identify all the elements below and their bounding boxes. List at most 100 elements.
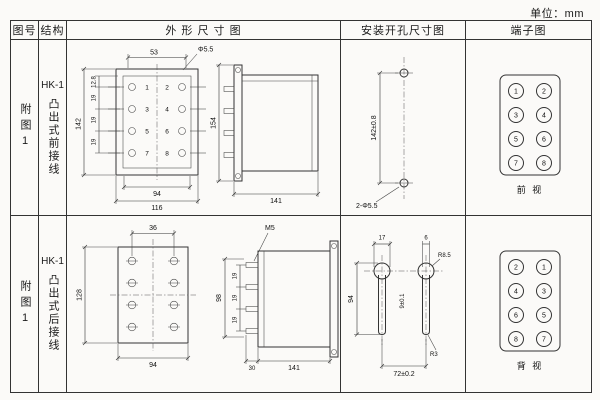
fig-no-row2: 附图1 [19, 279, 31, 329]
terminal-number: 2 [542, 88, 546, 95]
col-header-fig-no: 图号 [11, 21, 39, 40]
dim-inner-width: 94 [153, 191, 161, 198]
terminal-diagram-rear: 2 1 4 3 6 5 8 7 背 视 [499, 250, 561, 371]
dim-stud-thread: M5 [265, 225, 275, 232]
front-view-dimensions: 53 Φ5.5 142 12.8 19 19 19 [75, 46, 213, 212]
dim-hole-spacing: 142±0.8 [371, 115, 378, 140]
dim-hole-callout: 2-Φ5.5 [356, 203, 378, 210]
structure-cell-row2: HK-1 凸出式后接线 [39, 216, 67, 392]
structure-label-row1: 凸出式前接线 [47, 97, 59, 176]
dim-height-r2: 128 [76, 289, 83, 301]
unit-label: 单位：mm [530, 8, 584, 20]
front-terminal-numbers: 1 2 3 4 5 6 7 8 [145, 84, 169, 157]
terminal-number: 8 [514, 337, 518, 344]
side-view-rear: M5 19 19 19 98 3 [216, 225, 338, 372]
terminal-number: 3 [514, 112, 518, 119]
dim-depth-small: 30 [248, 366, 255, 372]
dim-top-width: 53 [150, 49, 158, 56]
dim-slot-length: 94 [348, 295, 355, 303]
dim-seg-19c: 19 [91, 138, 97, 145]
view-label-rear: 背 视 [517, 360, 544, 371]
mounting-dimensions: 142±0.8 2-Φ5.5 [356, 70, 399, 210]
terminal-number: 4 [514, 289, 518, 296]
front-view: 1 2 3 4 5 6 7 8 [107, 63, 206, 180]
spec-table: 图号 结构 外 形 尺 寸 图 安装开孔尺寸图 端子图 附图1 HK-1 凸出式… [10, 20, 592, 393]
terminal-number: 1 [514, 88, 518, 95]
dim-stud-pitch-a: 19 [232, 272, 238, 279]
dim-stud-span: 98 [216, 294, 223, 302]
side-terminal-studs [223, 85, 234, 158]
dim-radius-big: R8.5 [438, 253, 451, 259]
rear-view: 36 128 94 [76, 225, 196, 369]
terminal-circles: 1 2 3 4 5 6 7 8 [508, 82, 552, 171]
mounting-slots [363, 255, 444, 347]
panel-num-3: 3 [145, 106, 149, 113]
side-view: 154 141 [210, 62, 320, 205]
col-header-structure: 结构 [39, 21, 67, 40]
dim-slot-dia: 17 [378, 236, 385, 242]
fig-no-row1: 附图1 [19, 103, 31, 152]
mounting-drawing-front-wiring: 142±0.8 2-Φ5.5 [356, 56, 413, 210]
terminal-number: 7 [542, 337, 546, 344]
panel-num-4: 4 [165, 106, 169, 113]
dim-height: 142 [75, 118, 82, 130]
panel-num-6: 6 [165, 128, 169, 135]
structure-cell-row1: HK-1 凸出式前接线 [39, 40, 67, 216]
dim-slot-width: 6 [424, 236, 428, 242]
outline-drawing-front-wiring: 1 2 3 4 5 6 7 8 53 Φ5.5 [75, 46, 320, 212]
structure-label-row2: 凸出式后接线 [47, 274, 59, 352]
terminal-number: 3 [542, 289, 546, 296]
dim-hole-dia: Φ5.5 [198, 46, 213, 53]
mounting-holes [394, 68, 413, 187]
terminal-number: 8 [542, 160, 546, 167]
mounting-drawing-rear-wiring: 17 6 R8.5 94 9±0.1 R3 [348, 236, 451, 379]
view-label-front: 前 视 [517, 184, 544, 195]
fig-no-cell-row2: 附图1 [11, 216, 39, 392]
fig-no-cell-row1: 附图1 [11, 40, 39, 216]
dim-seg-19a: 19 [91, 94, 97, 101]
dim-slot-spacing: 72±0.2 [393, 371, 414, 378]
terminal-number: 2 [514, 265, 518, 272]
model-label-row1: HK-1 [41, 79, 64, 91]
model-label-row2: HK-1 [41, 256, 64, 267]
terminal-number: 1 [542, 265, 546, 272]
dim-side-depth: 141 [270, 198, 282, 205]
dim-top-width-r2: 36 [149, 225, 157, 232]
dim-side-height: 154 [210, 117, 217, 129]
panel-num-7: 7 [145, 150, 149, 157]
panel-num-5: 5 [145, 128, 149, 135]
dim-seg-12-8: 12.8 [91, 75, 97, 87]
terminal-cell-row2: 2 1 4 3 6 5 8 7 背 视 [466, 216, 591, 392]
dim-outer-width: 116 [151, 205, 162, 212]
terminal-number: 5 [514, 136, 518, 143]
terminal-number: 5 [542, 313, 546, 320]
dim-stud-pitch-b: 19 [232, 294, 238, 301]
outline-cell-row2: 36 128 94 [67, 216, 341, 392]
terminal-number: 7 [514, 160, 518, 167]
panel-num-8: 8 [165, 150, 169, 157]
dim-slot-tolerance: 9±0.1 [400, 293, 406, 309]
dim-stud-pitch-c: 19 [232, 316, 238, 323]
dim-seg-19b: 19 [91, 116, 97, 123]
mounting-cell-row2: 17 6 R8.5 94 9±0.1 R3 [341, 216, 466, 392]
panel-num-1: 1 [145, 84, 149, 91]
rear-terminal-holes [125, 256, 180, 332]
mounting-cell-row1: 142±0.8 2-Φ5.5 [341, 40, 466, 216]
rear-terminal-studs [245, 262, 258, 334]
panel-num-2: 2 [165, 84, 169, 91]
col-header-terminal: 端子图 [466, 21, 591, 40]
terminal-cell-row1: 1 2 3 4 5 6 7 8 前 视 [466, 40, 591, 216]
terminal-number: 6 [542, 136, 546, 143]
dim-bottom-width-r2: 94 [149, 362, 157, 369]
col-header-outline: 外 形 尺 寸 图 [67, 21, 341, 40]
outline-cell-row1: 1 2 3 4 5 6 7 8 53 Φ5.5 [67, 40, 341, 216]
dim-side-depth-r2: 141 [288, 365, 300, 372]
terminal-number: 4 [542, 112, 546, 119]
terminal-number: 6 [514, 313, 518, 320]
terminal-circles: 2 1 4 3 6 5 8 7 [508, 259, 552, 347]
dim-radius-small: R3 [430, 352, 438, 358]
terminal-diagram-front: 1 2 3 4 5 6 7 8 前 视 [499, 74, 561, 195]
outline-drawing-rear-wiring: 36 128 94 [76, 225, 338, 372]
col-header-mounting: 安装开孔尺寸图 [341, 21, 466, 40]
mounting-dimensions-rear: 17 6 R8.5 94 9±0.1 R3 [348, 236, 451, 379]
